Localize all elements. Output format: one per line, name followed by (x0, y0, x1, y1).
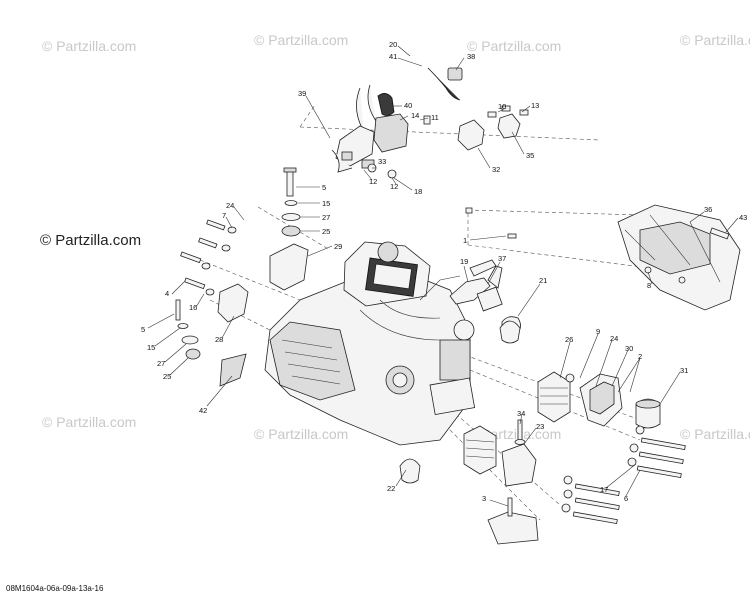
callout-1: 1 (463, 236, 467, 245)
callout-42: 42 (199, 406, 207, 415)
callout-32: 32 (492, 165, 500, 174)
callout-34: 34 (517, 409, 525, 418)
callout-17: 17 (600, 485, 608, 494)
callout-19: 19 (460, 257, 468, 266)
leader-lines (147, 45, 739, 507)
callout-15: 15 (322, 199, 330, 208)
watermark: © Partzilla.com (42, 38, 137, 54)
callout-8: 8 (647, 281, 651, 290)
callout-11: 11 (431, 113, 439, 122)
callout-5: 5 (141, 325, 145, 334)
callout-25: 25 (163, 372, 171, 381)
callout-39: 39 (298, 89, 306, 98)
watermark: © Partzilla.com (680, 426, 750, 442)
engine-block (264, 241, 521, 446)
watermark: © Partzilla.com (254, 426, 349, 442)
watermark: © Partzilla.com (467, 38, 562, 54)
callout-2: 2 (638, 352, 642, 361)
watermark: © Partzilla.com (254, 32, 349, 48)
watermark: © Partzilla.com (42, 414, 137, 430)
frame-bracket (465, 204, 741, 311)
callout-18: 18 (414, 187, 422, 196)
callout-35: 35 (526, 151, 534, 160)
callout-41: 41 (389, 52, 397, 61)
callout-31: 31 (680, 366, 688, 375)
callout-24: 24 (226, 201, 234, 210)
callout-23: 23 (536, 422, 544, 431)
callout-13: 13 (531, 101, 539, 110)
callout-5: 5 (322, 183, 326, 192)
callout-25: 25 (322, 227, 330, 236)
callout-10: 10 (498, 102, 506, 111)
callout-27: 27 (157, 359, 165, 368)
callout-26: 26 (565, 335, 573, 344)
watermark: © Partzilla.com (680, 32, 750, 48)
callout-15: 15 (147, 343, 155, 352)
left-fasteners (175, 219, 249, 387)
callout-20: 20 (389, 40, 397, 49)
callout-14: 14 (411, 111, 419, 120)
callout-38: 38 (467, 52, 475, 61)
callout-36: 36 (704, 205, 712, 214)
callout-16: 16 (189, 303, 197, 312)
callout-33: 33 (378, 157, 386, 166)
callout-9: 9 (596, 327, 600, 336)
callout-12: 12 (369, 177, 377, 186)
callout-28: 28 (215, 335, 223, 344)
diagram-part-number: 08M1604a-06a-09a-13a-16 (6, 584, 104, 593)
callout-30: 30 (625, 344, 633, 353)
callout-22: 22 (387, 484, 395, 493)
callout-3: 3 (482, 494, 486, 503)
callout-6: 6 (624, 494, 628, 503)
callout-37: 37 (498, 254, 506, 263)
callout-4: 4 (165, 289, 169, 298)
callout-12: 12 (390, 182, 398, 191)
callout-7: 7 (222, 211, 226, 220)
callout-43: 43 (739, 213, 747, 222)
sensor-harness-group (331, 67, 529, 179)
mount-bolt-stack (269, 167, 309, 291)
callout-40: 40 (404, 101, 412, 110)
callout-24: 24 (610, 334, 618, 343)
engine-mounts-right (399, 320, 686, 545)
callout-labels: 20 41 38 39 40 14 11 10 13 35 32 33 12 1… (141, 40, 747, 503)
watermark-main: © Partzilla.com (40, 232, 142, 249)
callout-29: 29 (334, 242, 342, 251)
callout-21: 21 (539, 276, 547, 285)
callout-27: 27 (322, 213, 330, 222)
